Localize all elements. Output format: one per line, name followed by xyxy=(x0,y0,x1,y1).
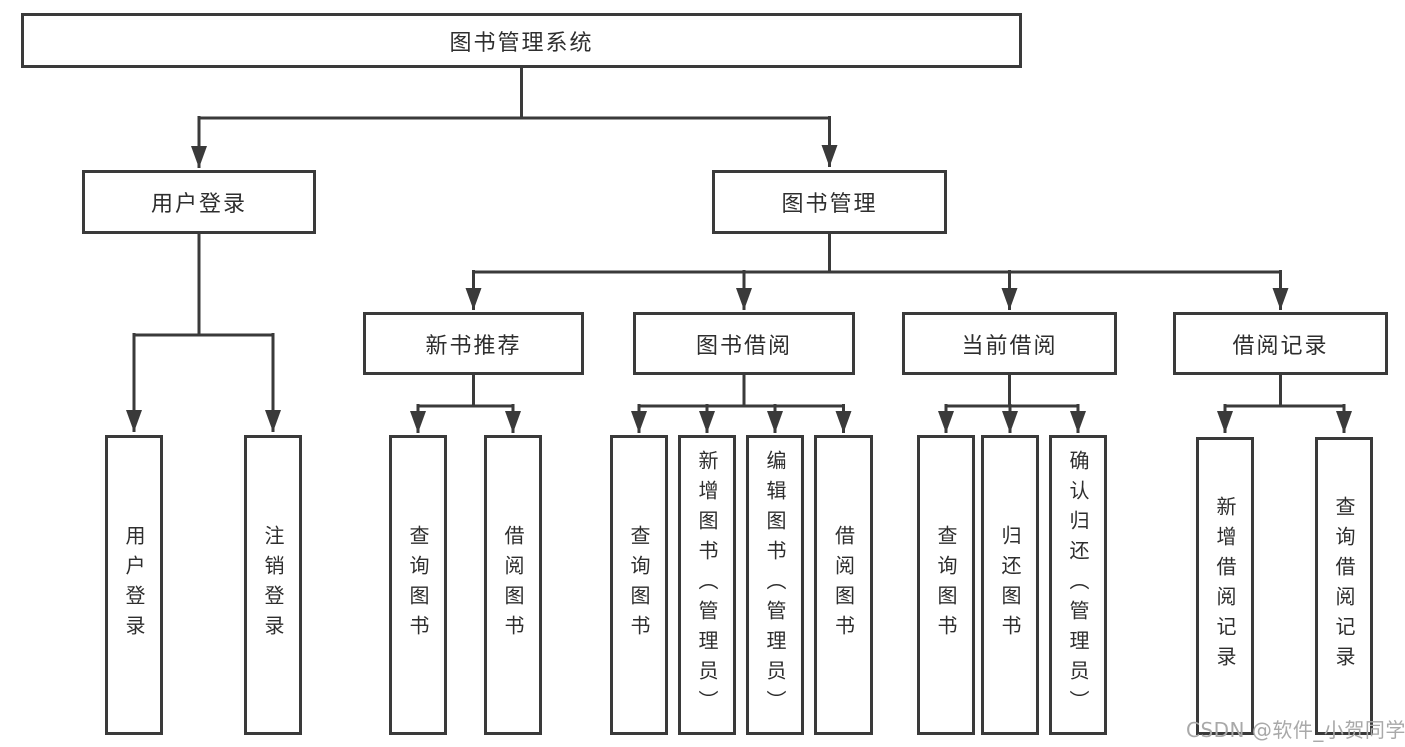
node-new-book-recommend: 新书推荐 xyxy=(363,312,584,375)
node-current-borrowing: 当前借阅 xyxy=(902,312,1117,375)
leaf-edit-books-admin: 编辑图书（管理员） xyxy=(746,435,804,735)
leaf-borrow-books-1: 借阅图书 xyxy=(484,435,542,735)
leaf-return-books: 归还图书 xyxy=(981,435,1039,735)
node-user-login-label: 用户登录 xyxy=(150,192,247,217)
leaf-query-borrow-record: 查询借阅记录 xyxy=(1315,437,1373,735)
leaf-add-borrow-record: 新增借阅记录 xyxy=(1196,437,1254,735)
leaf-borrow-books-2: 借阅图书 xyxy=(814,435,873,735)
leaf-logout: 注销登录 xyxy=(244,435,302,735)
node-book-management-label: 图书管理 xyxy=(781,192,878,217)
leaf-query-books-2: 查询图书 xyxy=(610,435,668,735)
leaf-query-books-1: 查询图书 xyxy=(389,435,447,735)
leaf-user-login: 用户登录 xyxy=(105,435,163,735)
node-root: 图书管理系统 xyxy=(21,13,1022,68)
node-current-borrowing-label: 当前借阅 xyxy=(961,333,1058,359)
node-book-borrowing: 图书借阅 xyxy=(633,312,855,375)
watermark: CSDN @软件_小贺同学 xyxy=(1186,718,1405,742)
leaf-query-books-3: 查询图书 xyxy=(917,435,975,735)
node-borrowing-records-label: 借阅记录 xyxy=(1232,333,1329,359)
node-user-login: 用户登录 xyxy=(82,170,316,234)
node-book-borrowing-label: 图书借阅 xyxy=(695,333,792,359)
node-root-label: 图书管理系统 xyxy=(449,30,594,56)
leaf-add-books-admin: 新增图书（管理员） xyxy=(678,435,736,735)
leaf-confirm-return-admin: 确认归还（管理员） xyxy=(1049,435,1107,735)
node-borrowing-records: 借阅记录 xyxy=(1173,312,1388,375)
node-book-management: 图书管理 xyxy=(712,170,947,234)
node-new-book-recommend-label: 新书推荐 xyxy=(425,333,522,359)
